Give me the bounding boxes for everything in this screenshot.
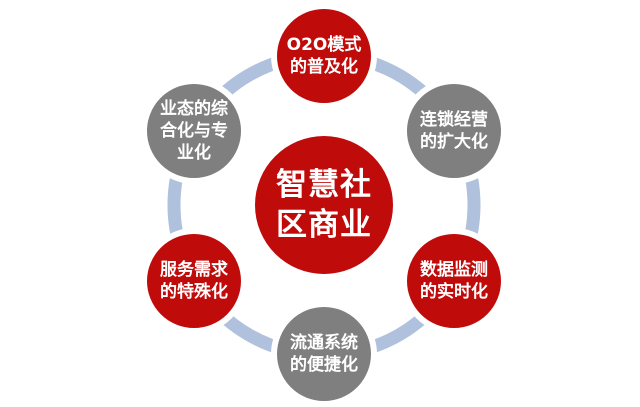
node-label-line: 合化与专: [160, 121, 228, 141]
node-o2o-popularization: O2O模式 的普及化: [271, 3, 377, 109]
hub-label-line: 区商业: [276, 207, 372, 243]
node-label-line: 业化: [177, 143, 211, 163]
node-format-integration: 业态的综 合化与专 业化: [141, 78, 247, 184]
node-label-line: 的实时化: [420, 282, 488, 302]
node-label-line: 业态的综: [160, 99, 228, 119]
node-label: 流通系统 的便捷化: [290, 332, 358, 376]
node-label: 业态的综 合化与专 业化: [160, 98, 228, 164]
node-label-line: 数据监测: [420, 260, 488, 280]
node-label-line: 的便捷化: [290, 355, 358, 375]
node-label: 服务需求 的特殊化: [160, 259, 228, 303]
node-label-line: 的普及化: [289, 57, 358, 77]
node-service-specialization: 服务需求 的特殊化: [141, 228, 247, 334]
node-label: O2O模式 的普及化: [287, 34, 362, 78]
node-label-line: 连锁经营: [420, 110, 488, 130]
node-label-line: 服务需求: [160, 260, 228, 280]
node-label-line: O2O模式: [286, 35, 362, 55]
node-chain-expansion: 连锁经营 的扩大化: [401, 78, 507, 184]
hub-label: 智慧社 区商业: [276, 165, 372, 245]
node-label: 连锁经营 的扩大化: [420, 109, 488, 153]
node-label: 数据监测 的实时化: [420, 259, 488, 303]
node-circulation-convenience: 流通系统 的便捷化: [271, 301, 377, 407]
hub-label-line: 智慧社: [276, 167, 372, 203]
node-label-line: 流通系统: [290, 333, 358, 353]
node-data-monitoring: 数据监测 的实时化: [401, 228, 507, 334]
node-label-line: 的特殊化: [160, 282, 228, 302]
hub-circle: 智慧社 区商业: [255, 136, 393, 274]
node-label-line: 的扩大化: [420, 132, 488, 152]
